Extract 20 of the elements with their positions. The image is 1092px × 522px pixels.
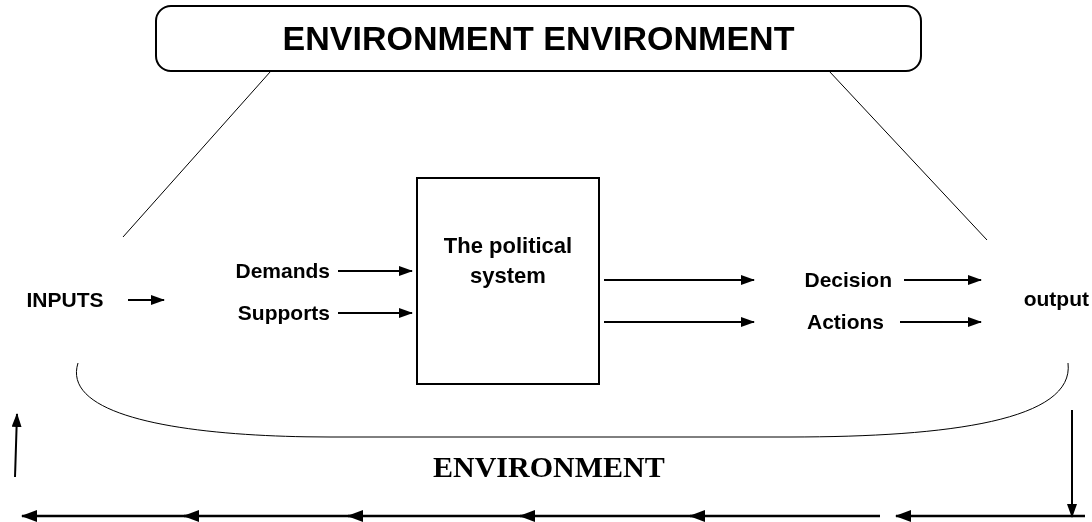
node-label: Decision xyxy=(804,267,892,294)
environment-box xyxy=(155,5,922,72)
box-label: The political system xyxy=(442,232,574,290)
node-label: Actions xyxy=(807,309,884,336)
node-label: output xyxy=(1023,286,1089,313)
heading: ENVIRONMENT ENVIRONMENT xyxy=(282,18,795,59)
arrow xyxy=(603,317,755,327)
node-label: INPUTS xyxy=(26,287,104,314)
node-label: Demands xyxy=(235,258,330,285)
node-label: Supports xyxy=(237,300,330,327)
arrow xyxy=(903,275,982,285)
connector-line xyxy=(829,71,988,241)
arrow xyxy=(899,317,982,327)
arrow xyxy=(127,295,165,305)
system-box xyxy=(416,177,600,385)
arrow xyxy=(337,308,413,318)
connector-line xyxy=(122,71,271,238)
arrow xyxy=(337,266,413,276)
arrow xyxy=(603,275,755,285)
environment-label: ENVIRONMENT xyxy=(433,452,665,482)
